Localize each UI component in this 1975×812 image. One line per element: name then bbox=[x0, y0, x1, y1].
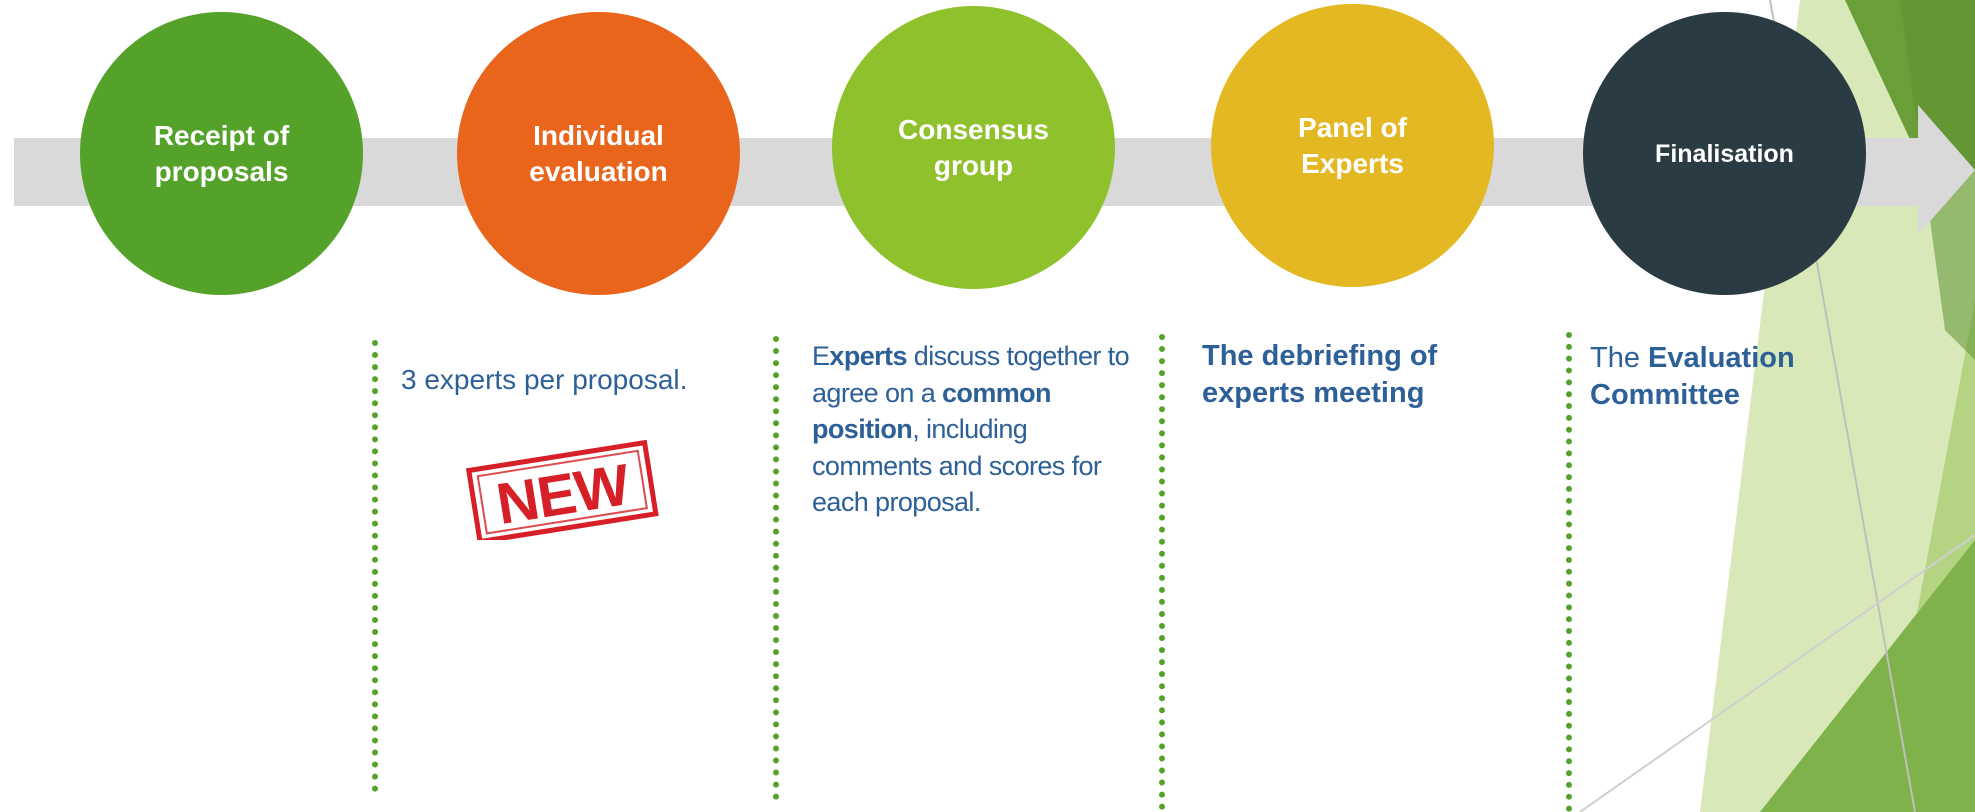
individual-evaluation-description: 3 experts per proposal. bbox=[401, 364, 688, 395]
step-label-line2: evaluation bbox=[529, 155, 668, 187]
desc-text: E bbox=[812, 341, 830, 371]
desc-text: The bbox=[1590, 342, 1649, 374]
panel-of-experts-description: The debriefing of experts meeting bbox=[1202, 340, 1438, 409]
step-panel-of-experts: Panel of Experts bbox=[1211, 4, 1494, 287]
step-label-line2: Experts bbox=[1301, 147, 1404, 179]
dotted-separator bbox=[773, 336, 779, 800]
step-label-line2: proposals bbox=[154, 155, 289, 187]
new-stamp-icon: NEW bbox=[465, 440, 659, 540]
step-label-line2: group bbox=[933, 149, 1014, 181]
step-label-line1: Panel of bbox=[1298, 111, 1407, 143]
step-finalisation: Finalisation bbox=[1583, 12, 1866, 295]
dotted-separator bbox=[1159, 334, 1165, 810]
desc-bold: xperts bbox=[829, 341, 907, 371]
desc-text: discuss together to agree on a bbox=[812, 341, 1130, 408]
consensus-group-description: Experts discuss together to agree on a c… bbox=[812, 338, 1137, 521]
dotted-separator bbox=[372, 340, 378, 792]
finalisation-description: The Evaluation Committee bbox=[1590, 340, 1850, 414]
step-label-line1: Finalisation bbox=[1655, 139, 1794, 168]
step-label-line1: Individual bbox=[533, 119, 664, 151]
deco-green-triangle bbox=[1760, 540, 1975, 812]
step-receipt-of-proposals: Receipt of proposals bbox=[80, 12, 363, 295]
desc-bold: common position bbox=[812, 377, 1052, 445]
step-individual-evaluation: Individual evaluation bbox=[457, 12, 740, 295]
step-consensus-group: Consensus group bbox=[832, 6, 1115, 289]
step-label-line1: Consensus bbox=[898, 113, 1049, 145]
deco-line-2 bbox=[1579, 534, 1975, 812]
desc-text: , including comments and scores for each… bbox=[812, 414, 1102, 517]
dotted-separator bbox=[1566, 332, 1572, 812]
step-label-line1: Receipt of bbox=[153, 119, 290, 151]
desc-bold: Evaluation Committee bbox=[1590, 342, 1795, 411]
